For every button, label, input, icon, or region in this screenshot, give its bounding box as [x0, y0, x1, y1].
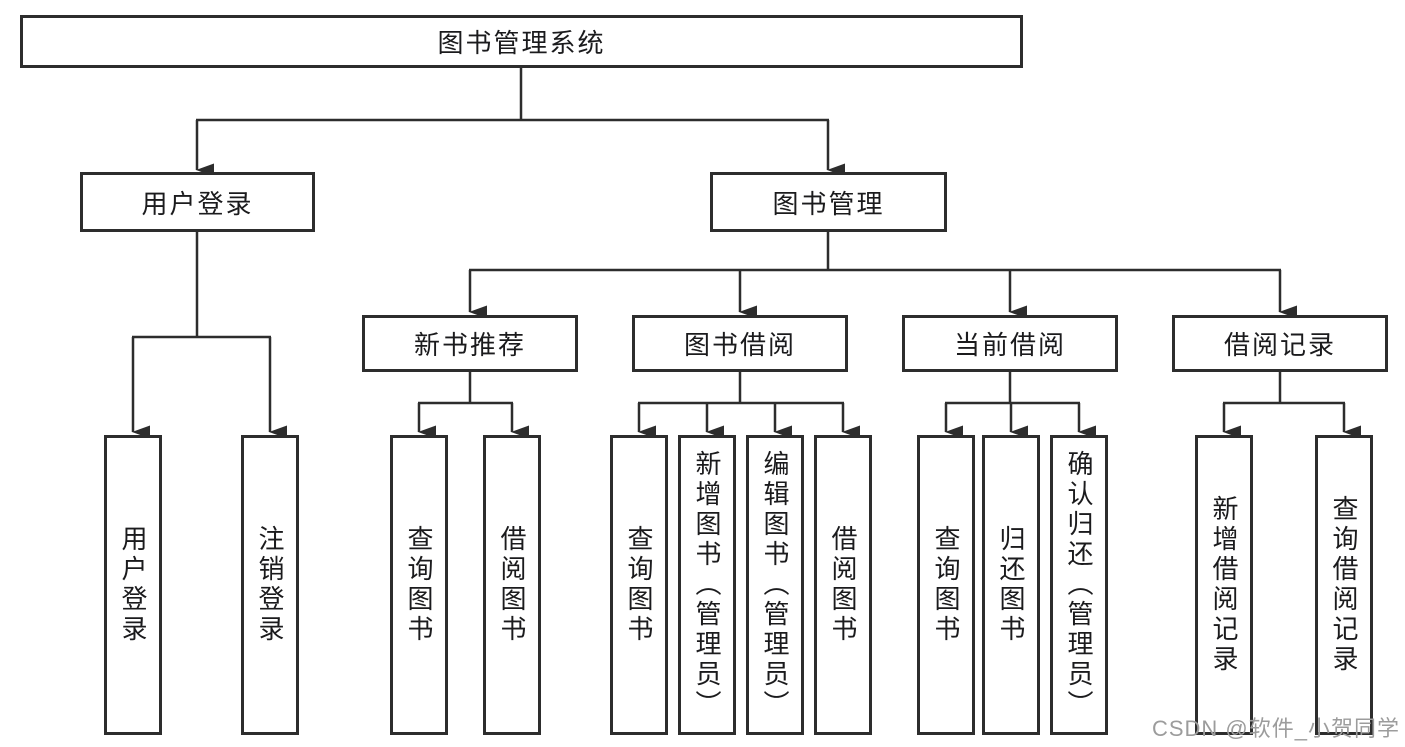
- leaf-query-books-borrow-label: 查询图书: [624, 525, 654, 645]
- node-current-borrow: 当前借阅: [902, 315, 1118, 372]
- node-new-book-recommend: 新书推荐: [362, 315, 578, 372]
- leaf-borrow-books-borrow-label: 借阅图书: [828, 525, 858, 645]
- leaf-query-books-borrow: 查询图书: [610, 435, 668, 735]
- connector-lines: [131, 66, 1361, 439]
- node-borrow-records: 借阅记录: [1172, 315, 1388, 372]
- node-new-book-recommend-label: 新书推荐: [413, 330, 526, 360]
- leaf-borrow-books-recommend: 借阅图书: [483, 435, 541, 735]
- leaf-user-login-label: 用户登录: [118, 525, 148, 645]
- leaf-add-borrow-record-label: 新增借阅记录: [1209, 495, 1239, 675]
- leaf-user-login: 用户登录: [104, 435, 162, 735]
- leaf-query-books-current-label: 查询图书: [931, 525, 961, 645]
- leaf-return-books-label: 归还图书: [996, 525, 1026, 645]
- node-user-login: 用户登录: [80, 172, 315, 232]
- leaf-logout: 注销登录: [241, 435, 299, 735]
- node-book-management: 图书管理: [710, 172, 947, 232]
- node-root: 图书管理系统: [20, 15, 1023, 68]
- leaf-logout-label: 注销登录: [255, 525, 285, 645]
- node-current-borrow-label: 当前借阅: [953, 330, 1066, 360]
- leaf-return-books: 归还图书: [982, 435, 1040, 735]
- node-book-management-label: 图书管理: [772, 188, 885, 219]
- node-borrow-records-label: 借阅记录: [1223, 330, 1336, 360]
- leaf-confirm-return-admin: 确认归还（管理员）: [1050, 435, 1108, 735]
- leaf-add-book-admin-label: 新增图书（管理员）: [692, 450, 722, 720]
- node-user-login-label: 用户登录: [141, 188, 254, 219]
- leaf-query-borrow-record: 查询借阅记录: [1315, 435, 1373, 735]
- leaf-query-books-recommend: 查询图书: [390, 435, 448, 735]
- leaf-query-borrow-record-label: 查询借阅记录: [1329, 495, 1359, 675]
- leaf-borrow-books-borrow: 借阅图书: [814, 435, 872, 735]
- leaf-edit-book-admin-label: 编辑图书（管理员）: [760, 450, 790, 720]
- node-book-borrow-label: 图书借阅: [683, 330, 796, 360]
- leaf-confirm-return-admin-label: 确认归还（管理员）: [1064, 450, 1094, 720]
- leaf-add-borrow-record: 新增借阅记录: [1195, 435, 1253, 735]
- node-book-borrow: 图书借阅: [632, 315, 848, 372]
- leaf-borrow-books-recommend-label: 借阅图书: [497, 525, 527, 645]
- node-root-label: 图书管理系统: [437, 28, 606, 58]
- leaf-query-books-recommend-label: 查询图书: [404, 525, 434, 645]
- leaf-edit-book-admin: 编辑图书（管理员）: [746, 435, 804, 735]
- leaf-query-books-current: 查询图书: [917, 435, 975, 735]
- leaf-add-book-admin: 新增图书（管理员）: [678, 435, 736, 735]
